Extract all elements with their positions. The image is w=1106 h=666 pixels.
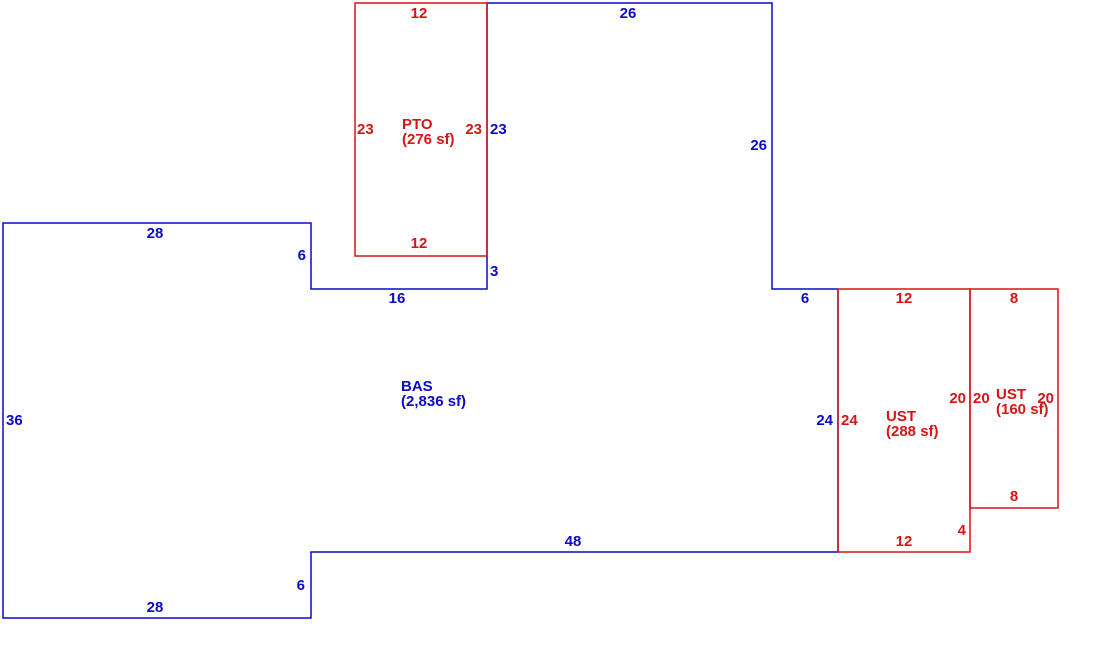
bas-dim-pto-side: 23	[490, 121, 507, 138]
ust-small-area-size: (160 sf)	[996, 401, 1049, 418]
bas-dim-bottom-left: 28	[147, 599, 164, 616]
bas-dim-step-horizontal: 16	[389, 290, 406, 307]
ust-large-area-size: (288 sf)	[886, 423, 939, 440]
bas-outline	[2, 2, 839, 619]
ust-small-dim-top: 8	[1010, 290, 1018, 307]
ust-small-dim-bottom: 8	[1010, 488, 1018, 505]
bas-dim-bottom-long: 48	[565, 533, 582, 550]
bas-area-size: (2,836 sf)	[401, 393, 466, 410]
bas-dim-notch-bottom-vertical: 6	[297, 577, 305, 594]
pto-dim-top: 12	[411, 5, 428, 22]
ust-small-area-code: UST	[996, 386, 1026, 403]
bas-dim-notch-right-horizontal: 6	[801, 290, 809, 307]
bas-dim-right-upper: 26	[750, 137, 767, 154]
ust-large-dim-top: 12	[896, 290, 913, 307]
ust-large-dim-offset: 4	[958, 522, 967, 539]
pto-outline	[354, 2, 488, 257]
ust-large-area-code: UST	[886, 408, 916, 425]
bas-dim-right-lower: 24	[816, 412, 833, 429]
pto-dim-left: 23	[357, 121, 374, 138]
ust-small-dim-right: 20	[1037, 390, 1054, 407]
pto-area-size: (276 sf)	[402, 131, 455, 148]
bas-dim-top-left: 28	[147, 225, 164, 242]
bas-area-code: BAS	[401, 378, 433, 395]
bas-dim-step-vertical: 3	[490, 263, 498, 280]
bas-dim-notch-top-vertical: 6	[298, 247, 306, 264]
bas-dim-top-right: 26	[620, 5, 637, 22]
ust-large-dim-bottom: 12	[896, 533, 913, 550]
ust-large-dim-left: 24	[841, 412, 858, 429]
pto-dim-right: 23	[465, 121, 482, 138]
bas-dim-left: 36	[6, 412, 23, 429]
pto-dim-bottom: 12	[411, 235, 428, 252]
ust-large-dim-right: 20	[949, 390, 966, 407]
ust-small-outline	[969, 288, 1059, 509]
pto-area-code: PTO	[402, 116, 433, 133]
ust-small-dim-left: 20	[973, 390, 990, 407]
